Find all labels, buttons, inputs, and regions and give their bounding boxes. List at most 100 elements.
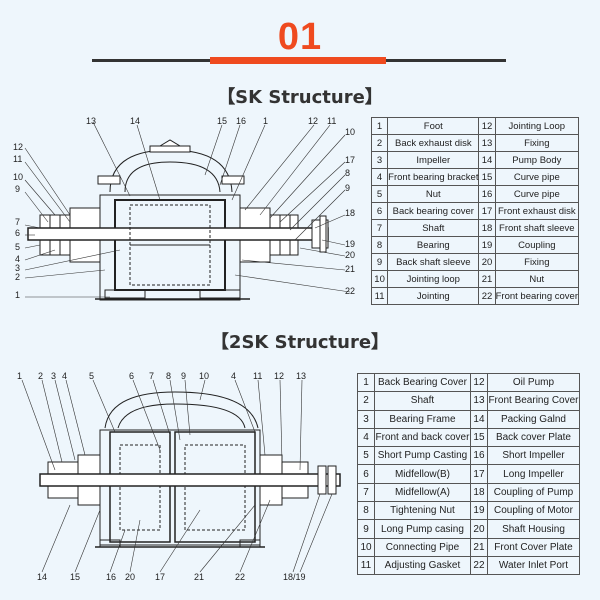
- part-number: 6: [370, 202, 389, 220]
- part-name: Front bearing bracket: [387, 168, 480, 186]
- part-number: 3: [370, 151, 389, 169]
- part-name: Back exhaust disk: [387, 134, 480, 152]
- sk-callout-13: 13: [86, 116, 96, 126]
- part-number: 16: [478, 185, 496, 203]
- part-name: Pump Body: [494, 151, 580, 169]
- sk-callout-21: 21: [345, 264, 355, 274]
- part-name: Coupling of Motor: [486, 501, 581, 521]
- part-number: 20: [469, 519, 488, 539]
- part-number: 4: [370, 168, 389, 186]
- part-number: 1: [357, 372, 375, 393]
- tsk-callout-22: 22: [235, 572, 245, 582]
- part-number: 8: [357, 501, 375, 521]
- tsk-callout-6: 6: [129, 371, 134, 381]
- tsk-callout-8: 8: [166, 371, 171, 381]
- part-number: 21: [478, 270, 496, 288]
- sk-pump-body: [99, 194, 241, 301]
- sk-callout-10: 10: [13, 172, 23, 182]
- tsk-callout-4b: 4: [231, 371, 236, 381]
- part-name: Back Bearing Cover: [374, 372, 471, 393]
- part-number: 2: [370, 134, 389, 152]
- part-name: Jointing: [387, 287, 480, 305]
- part-name: Foot: [387, 117, 480, 135]
- sk-callout-r10: 10: [345, 127, 355, 137]
- sk-callout-3: 3: [15, 263, 20, 273]
- part-number: 5: [370, 185, 389, 203]
- part-name: Nut: [494, 270, 580, 288]
- sk-callout-9: 9: [15, 184, 20, 194]
- sk-coupling: [319, 215, 327, 253]
- part-number: 21: [469, 537, 488, 557]
- part-number: 20: [478, 253, 496, 271]
- sk-callout-5: 5: [15, 242, 20, 252]
- section-number: 01: [277, 16, 323, 58]
- sk-callout-1: 1: [15, 290, 20, 300]
- part-name: Bearing: [387, 236, 480, 254]
- part-name: Adjusting Gasket: [374, 555, 471, 576]
- part-name: Back cover Plate: [486, 427, 581, 448]
- part-name: Jointing Loop: [494, 117, 580, 135]
- part-number: 12: [478, 117, 496, 135]
- part-name: Impeller: [387, 151, 480, 169]
- sk-callout-4: 4: [15, 254, 20, 264]
- part-number: 9: [357, 519, 375, 539]
- tsk-callout-1: 1: [17, 371, 22, 381]
- sk-shaft: [27, 227, 329, 241]
- part-name: Shaft Housing: [486, 519, 581, 539]
- part-name: Coupling of Pump: [486, 482, 581, 503]
- tsk-connecting-pipe: [104, 391, 259, 429]
- sk-callout-19: 19: [345, 239, 355, 249]
- sk-callout-r8: 8: [345, 168, 350, 178]
- sk-callout-11: 11: [13, 154, 22, 164]
- part-name: Short Pump Casting: [374, 446, 471, 466]
- part-name: Long Impeller: [486, 464, 581, 484]
- part-number: 18: [469, 482, 488, 503]
- tsk-callout-14: 14: [37, 572, 47, 582]
- 2sk-structure-title: 【2SK Structure】: [210, 332, 390, 353]
- part-name: Back bearing cover: [387, 202, 480, 220]
- part-number: 17: [469, 464, 488, 484]
- part-number: 11: [357, 555, 375, 576]
- sk-callout-r11: 11: [327, 116, 336, 126]
- sk-callout-2: 2: [15, 272, 20, 282]
- tsk-callout-13: 13: [296, 371, 306, 381]
- part-number: 13: [469, 391, 488, 411]
- part-number: 1: [370, 117, 389, 135]
- part-name: Jointing loop: [387, 270, 480, 288]
- part-name: Bearing Frame: [374, 409, 471, 429]
- header: 01: [0, 0, 600, 80]
- sk-callout-17: 17: [345, 155, 355, 165]
- tsk-callout-7: 7: [149, 371, 154, 381]
- part-name: Front shaft sleeve: [494, 219, 580, 237]
- part-name: Fixing: [494, 253, 580, 271]
- part-name: Oil Pump: [486, 372, 581, 393]
- tsk-callout-11: 11: [253, 371, 262, 381]
- tsk-callout-17: 17: [155, 572, 165, 582]
- tsk-callout-2: 2: [38, 371, 43, 381]
- sk-curve-pipe: [109, 149, 233, 193]
- part-number: 15: [469, 427, 488, 448]
- sk-callout-16: 16: [236, 116, 246, 126]
- part-number: 3: [357, 409, 375, 429]
- part-name: Back shaft sleeve: [387, 253, 480, 271]
- part-number: 19: [478, 236, 496, 254]
- tsk-callout-10: 10: [199, 371, 209, 381]
